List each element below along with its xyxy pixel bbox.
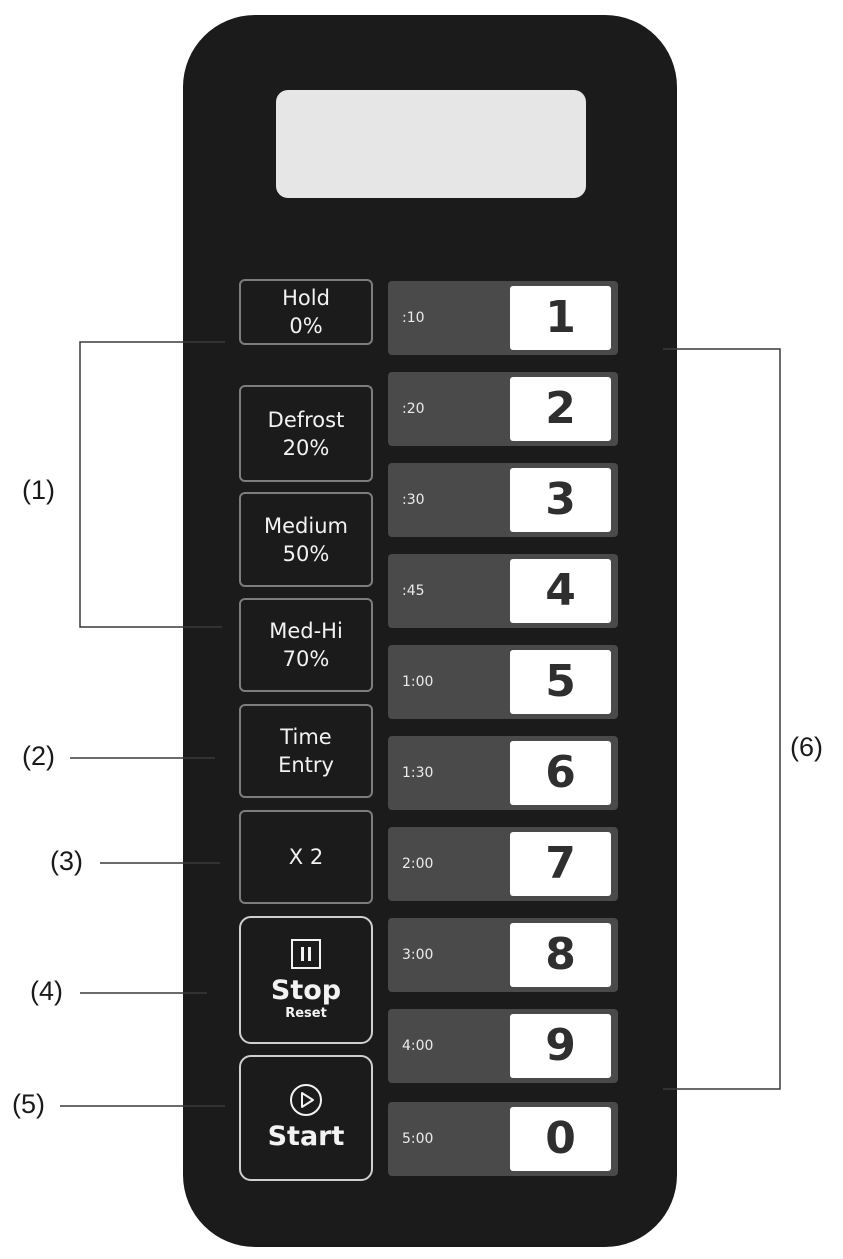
callout-2-label: (2) xyxy=(22,741,55,771)
key-time-label: 1:00 xyxy=(402,674,434,690)
key-digit: 9 xyxy=(510,1014,611,1078)
callout-1-bracket xyxy=(79,341,225,628)
number-key-1[interactable]: :10 1 xyxy=(388,281,618,355)
hold-button[interactable]: Hold 0% xyxy=(239,279,373,345)
start-label: Start xyxy=(267,1121,345,1152)
key-digit: 4 xyxy=(510,559,611,623)
play-icon xyxy=(290,1084,322,1116)
key-time-label: 2:00 xyxy=(402,856,434,872)
start-button[interactable]: Start xyxy=(239,1055,373,1181)
number-key-8[interactable]: 3:00 8 xyxy=(388,918,618,992)
key-digit: 6 xyxy=(510,741,611,805)
callout-1-label: (1) xyxy=(22,475,55,505)
callout-6-label: (6) xyxy=(790,732,823,762)
stop-reset-button[interactable]: Stop Reset xyxy=(239,916,373,1044)
med-hi-power: 70% xyxy=(282,647,330,671)
reset-label: Reset xyxy=(285,1006,327,1021)
hold-label: Hold xyxy=(282,286,330,310)
time-entry-button[interactable]: Time Entry xyxy=(239,704,373,798)
number-key-9[interactable]: 4:00 9 xyxy=(388,1009,618,1083)
key-time-label: 4:00 xyxy=(402,1038,434,1054)
key-digit: 7 xyxy=(510,832,611,896)
key-digit: 0 xyxy=(510,1107,611,1171)
defrost-power: 20% xyxy=(282,435,330,460)
key-digit: 1 xyxy=(510,286,611,350)
x2-label: X 2 xyxy=(288,845,324,869)
callout-3-label: (3) xyxy=(50,846,83,876)
time-entry-line1: Time xyxy=(280,725,332,749)
medium-power: 50% xyxy=(282,541,330,566)
number-key-2[interactable]: :20 2 xyxy=(388,372,618,446)
number-key-3[interactable]: :30 3 xyxy=(388,463,618,537)
key-digit: 8 xyxy=(510,923,611,987)
number-key-6[interactable]: 1:30 6 xyxy=(388,736,618,810)
key-digit: 3 xyxy=(510,468,611,532)
callout-5-label: (5) xyxy=(12,1089,45,1119)
key-time-label: :10 xyxy=(402,310,425,326)
key-time-label: 5:00 xyxy=(402,1131,434,1147)
key-time-label: 3:00 xyxy=(402,947,434,963)
callout-4-label: (4) xyxy=(30,976,63,1006)
pause-icon xyxy=(291,939,321,969)
defrost-button[interactable]: Defrost 20% xyxy=(239,385,373,482)
number-key-7[interactable]: 2:00 7 xyxy=(388,827,618,901)
display-screen xyxy=(276,90,586,198)
med-hi-label: Med-Hi xyxy=(269,619,343,643)
key-time-label: :45 xyxy=(402,583,425,599)
hold-power: 0% xyxy=(289,314,323,338)
key-time-label: 1:30 xyxy=(402,765,434,781)
key-digit: 5 xyxy=(510,650,611,714)
number-key-4[interactable]: :45 4 xyxy=(388,554,618,628)
callout-6-bracket xyxy=(663,348,781,1090)
medium-button[interactable]: Medium 50% xyxy=(239,492,373,587)
stop-label: Stop xyxy=(270,975,342,1006)
medium-label: Medium xyxy=(264,513,348,538)
key-time-label: :20 xyxy=(402,401,425,417)
time-entry-line2: Entry xyxy=(278,753,334,777)
x2-button[interactable]: X 2 xyxy=(239,810,373,904)
number-key-5[interactable]: 1:00 5 xyxy=(388,645,618,719)
defrost-label: Defrost xyxy=(267,407,345,432)
number-key-0[interactable]: 5:00 0 xyxy=(388,1102,618,1176)
key-digit: 2 xyxy=(510,377,611,441)
med-hi-button[interactable]: Med-Hi 70% xyxy=(239,598,373,692)
key-time-label: :30 xyxy=(402,492,425,508)
